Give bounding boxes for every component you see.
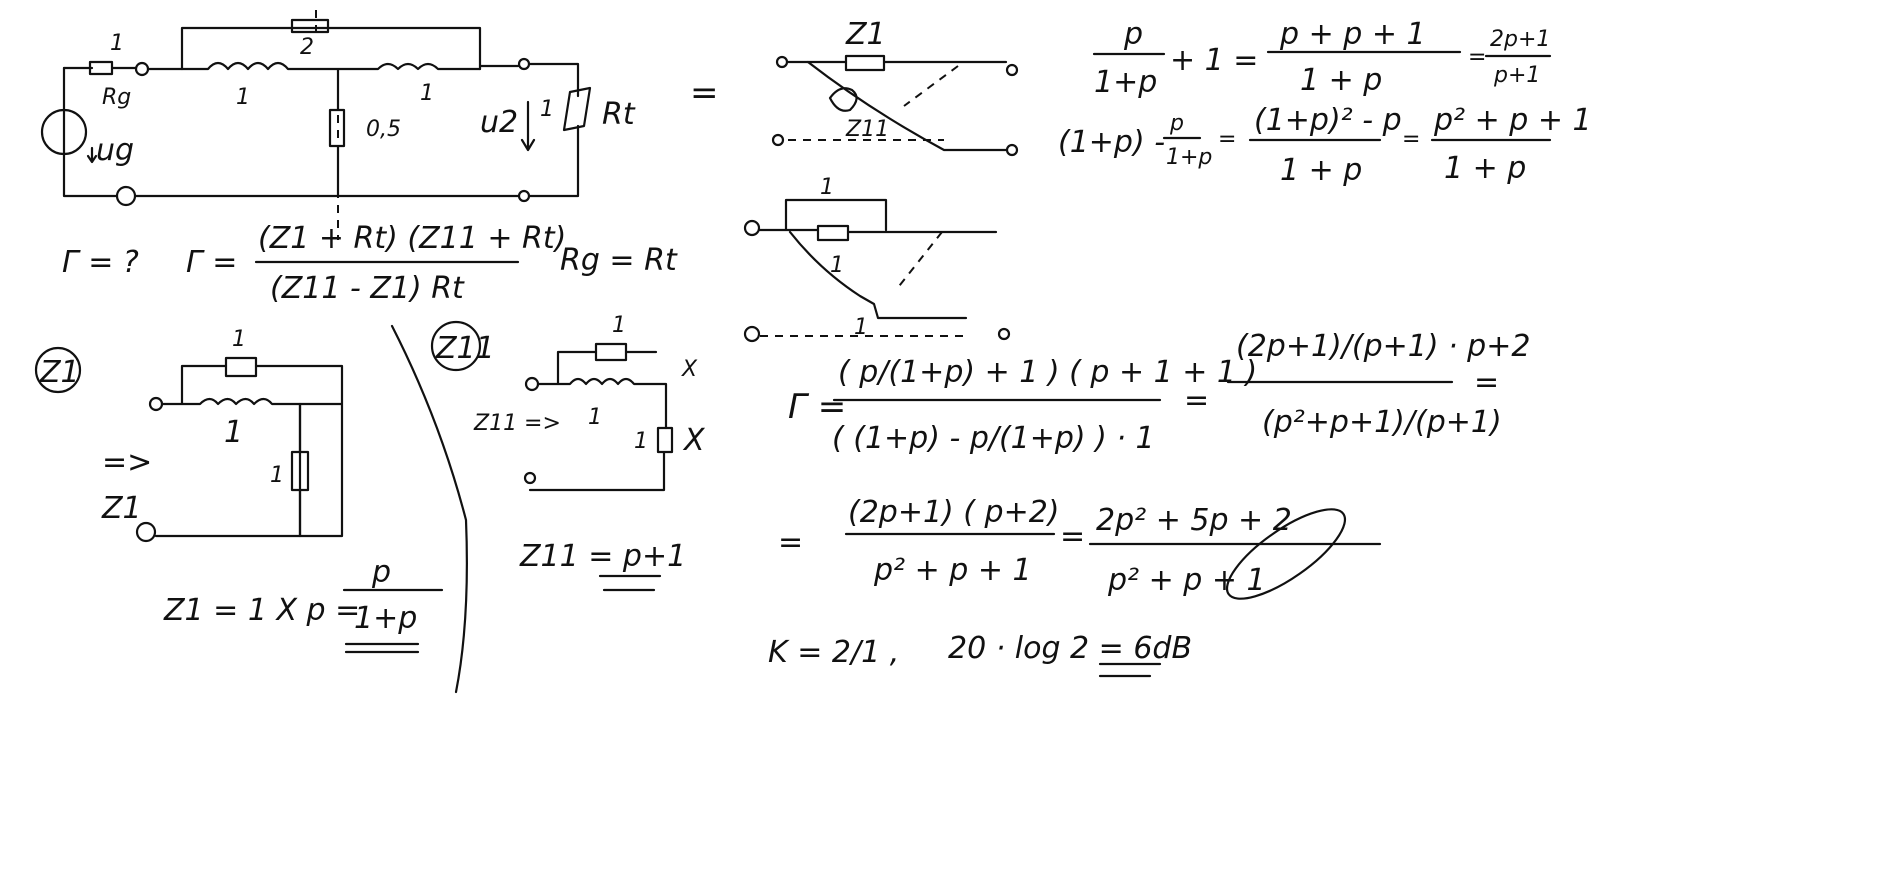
eq2-rhs-den: 1 + p bbox=[1444, 151, 1526, 186]
z1-label: Z1 bbox=[101, 491, 142, 526]
z1-result-denominator: 1+p bbox=[354, 601, 417, 636]
z1-circled-label: Z1 bbox=[39, 355, 80, 390]
eq2-eq: = bbox=[1218, 127, 1236, 152]
z11-shunt-value: 1 bbox=[634, 429, 648, 454]
line3-rhs-numerator: 2p² + 5p + 2 bbox=[1096, 503, 1292, 538]
divider-line bbox=[390, 324, 468, 694]
main-circuit: 1 Rg ug 1 2 1 0,5 u2 1 Rt = bbox=[40, 10, 719, 240]
node-x-bottom: X bbox=[682, 423, 706, 458]
matching-condition: Rg = Rt bbox=[560, 243, 678, 278]
lattice-diagrams: Z1 Z11 1 1 1 bbox=[743, 17, 1019, 343]
rg-value: 1 bbox=[110, 31, 124, 56]
problem-statement: Γ = ? Γ = (Z1 + Rt) (Z11 + Rt) (Z11 - Z1… bbox=[62, 221, 678, 306]
gamma2-lhs: Γ = bbox=[788, 387, 846, 427]
algebra: p 1+p + 1 = p + p + 1 1 + p = 2p+1 p+1 (… bbox=[768, 17, 1592, 678]
line3-eq2: = bbox=[1060, 519, 1085, 554]
eq2-eq2: = bbox=[1402, 127, 1420, 152]
eq2-lhs: (1+p) - bbox=[1058, 125, 1165, 160]
rg-label: Rg bbox=[102, 85, 131, 110]
z11-l-value: 1 bbox=[588, 405, 602, 430]
lattice-l-value: 1 bbox=[830, 253, 844, 278]
z1-r-value: 1 bbox=[232, 327, 246, 352]
node-x-top: X bbox=[681, 357, 698, 382]
line3-rhs-denominator: p² + p + 1 bbox=[1107, 563, 1266, 598]
gamma-question: Γ = ? bbox=[62, 245, 139, 280]
line3-denominator: p² + p + 1 bbox=[873, 553, 1032, 588]
z11-circled-label: Z11 bbox=[435, 331, 495, 366]
r-top-value: 2 bbox=[300, 35, 314, 60]
eq2-frac-den: 1+p bbox=[1166, 145, 1212, 170]
z11-r-value: 1 bbox=[612, 313, 626, 338]
line3-eq: = bbox=[778, 525, 803, 560]
eq2-mid-den: 1 + p bbox=[1280, 153, 1362, 188]
shunt-value: 0,5 bbox=[366, 117, 401, 142]
eq2-frac-num: p bbox=[1169, 111, 1184, 136]
eq1-lhs-num: p bbox=[1123, 17, 1143, 52]
eq1-rhs-den: p+1 bbox=[1493, 63, 1540, 88]
gamma3-numerator: (2p+1)/(p+1) · p+2 bbox=[1236, 329, 1530, 364]
eq1-eq: = bbox=[1468, 45, 1486, 70]
u2-value: 1 bbox=[540, 97, 554, 122]
gamma3-denominator: (p²+p+1)/(p+1) bbox=[1262, 405, 1502, 440]
l2-value: 1 bbox=[420, 81, 434, 106]
source-label: ug bbox=[96, 133, 134, 168]
rt-label: Rt bbox=[602, 97, 636, 132]
gamma2-numerator: ( p/(1+p) + 1 ) ( p + 1 + 1 ) bbox=[838, 355, 1257, 390]
z11-result: Z11 = p+1 bbox=[519, 539, 686, 574]
z1-section: Z1 1 1 1 => Z1 Z1 = 1 X p = p 1+p bbox=[34, 327, 444, 654]
z1-shunt-value: 1 bbox=[270, 463, 284, 488]
z11-arrow: Z11 => bbox=[473, 411, 561, 436]
lattice-r2-value: 1 bbox=[854, 315, 868, 340]
eq1-plus: + 1 = bbox=[1170, 43, 1258, 78]
lattice-r-value: 1 bbox=[820, 175, 834, 200]
z1-result-numerator: p bbox=[371, 555, 391, 590]
eq1-mid-num: p + p + 1 bbox=[1279, 17, 1426, 52]
eq2-rhs-num: p² + p + 1 bbox=[1433, 103, 1592, 138]
z11-section: Z11 1 1 1 X X Z11 => Z11 = p+1 bbox=[430, 313, 706, 592]
z1-l-value: 1 bbox=[224, 415, 243, 450]
gamma3-eq: = bbox=[1474, 365, 1499, 400]
gain-db: 20 · log 2 = 6dB bbox=[948, 631, 1192, 666]
eq2-mid-num: (1+p)² - p bbox=[1254, 103, 1402, 138]
eq1-lhs-den: 1+p bbox=[1094, 65, 1157, 100]
l1-value: 1 bbox=[236, 85, 250, 110]
lattice-z1-label: Z1 bbox=[845, 17, 886, 52]
z1-result-lhs: Z1 = 1 X p = bbox=[163, 593, 360, 628]
gamma-lhs: Γ = bbox=[186, 245, 237, 280]
gain-k: K = 2/1 , bbox=[768, 635, 899, 670]
gamma-numerator: (Z1 + Rt) (Z11 + Rt) bbox=[258, 221, 566, 256]
eq1-mid-den: 1 + p bbox=[1300, 63, 1382, 98]
u2-label: u2 bbox=[480, 105, 518, 140]
equals-sign: = bbox=[690, 73, 719, 113]
gamma2-eq: = bbox=[1184, 383, 1209, 418]
eq1-rhs-num: 2p+1 bbox=[1490, 27, 1550, 52]
lattice-z11-label: Z11 bbox=[845, 117, 889, 142]
gamma-denominator: (Z11 - Z1) Rt bbox=[270, 271, 465, 306]
gamma2-denominator: ( (1+p) - p/(1+p) ) · 1 bbox=[832, 421, 1155, 456]
highlight-ellipse bbox=[1225, 508, 1347, 600]
z1-arrow: => bbox=[102, 445, 152, 480]
line3-numerator: (2p+1) ( p+2) bbox=[848, 495, 1060, 530]
